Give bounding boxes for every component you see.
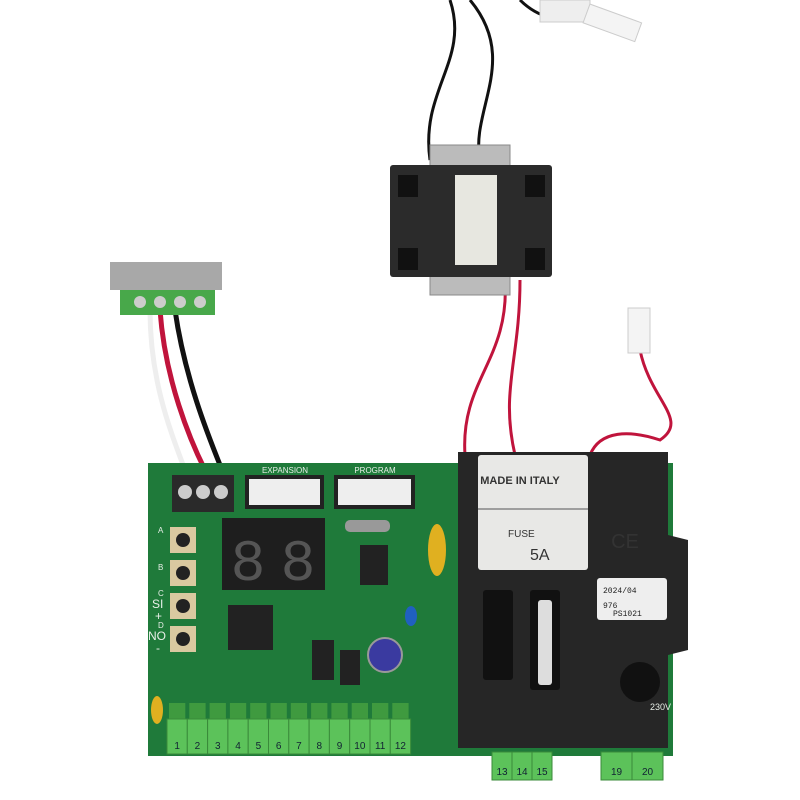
- terminal-number: 10: [354, 741, 366, 752]
- button-a-letter: A: [158, 526, 164, 535]
- glass-fuse[interactable]: [538, 600, 552, 685]
- power-terminal-3: [172, 475, 234, 512]
- terminal-number: 3: [215, 741, 221, 752]
- svg-text:8: 8: [231, 533, 266, 598]
- svg-text:8: 8: [281, 533, 316, 598]
- terminal-number: 15: [536, 767, 548, 778]
- terminal-number: 11: [375, 741, 386, 752]
- program-label: PROGRAM: [354, 466, 396, 475]
- program-connector[interactable]: [334, 475, 415, 509]
- terminal-screw[interactable]: [311, 703, 328, 719]
- wire-connector: [582, 3, 643, 43]
- terminal-number: 8: [316, 741, 322, 752]
- fuse-rating: 5A: [530, 547, 550, 564]
- regulator: [312, 640, 334, 680]
- terminal-number: 20: [642, 767, 654, 778]
- terminal-screw[interactable]: [229, 703, 247, 719]
- si-label: SI: [152, 597, 163, 611]
- ce-mark: CE: [611, 531, 639, 553]
- date-code: 2024/04: [603, 587, 637, 596]
- terminal-screw[interactable]: [331, 703, 348, 719]
- terminal-number: 13: [496, 767, 508, 778]
- terminal-screw[interactable]: [169, 703, 186, 719]
- terminal-screw[interactable]: [392, 703, 409, 719]
- made-in-italy-text: MADE IN ITALY: [480, 475, 560, 487]
- terminal-screw[interactable]: [209, 703, 226, 719]
- terminal-number: 12: [395, 741, 407, 752]
- terminal-screw[interactable]: [270, 703, 287, 719]
- terminal-screw[interactable]: [351, 703, 368, 719]
- terminal-number: 9: [337, 741, 343, 752]
- terminal-screw[interactable]: [372, 703, 389, 719]
- minus-label: -: [156, 641, 160, 655]
- electrolytic-capacitor: [367, 637, 403, 673]
- expansion-connector[interactable]: [245, 475, 324, 509]
- voltage-label: 230V: [650, 702, 671, 712]
- transformer: [390, 144, 552, 296]
- terminal-screw[interactable]: [189, 703, 206, 719]
- capacitor-blue: [405, 606, 417, 626]
- wire-connector: [627, 307, 651, 354]
- terminal-number: 1: [174, 741, 180, 752]
- terminal-number: 19: [611, 767, 623, 778]
- terminal-number: 7: [296, 741, 302, 752]
- button-d-letter: D: [158, 621, 164, 630]
- microcontroller-chip: [228, 605, 273, 650]
- terminal-number: 6: [276, 741, 282, 752]
- ic-chip: [360, 545, 388, 585]
- terminal-number: 2: [195, 741, 201, 752]
- loose-terminal-block: [110, 262, 222, 315]
- no-label: NO: [148, 629, 166, 643]
- terminal-number: 14: [516, 767, 528, 778]
- terminal-screw[interactable]: [250, 703, 267, 719]
- seven-segment-display: 8 8: [222, 518, 325, 598]
- fuse-label: FUSE: [508, 529, 535, 540]
- terminal-strip-13-15: 13 14 15: [491, 751, 553, 781]
- fuse-cover: [458, 452, 688, 748]
- button-b-letter: B: [158, 563, 163, 572]
- batch-code: 976: [603, 602, 618, 611]
- terminal[interactable]: [631, 751, 664, 781]
- terminal-number: 5: [256, 741, 262, 752]
- fuse-holder-knob[interactable]: [620, 662, 660, 702]
- button-c-letter: C: [158, 589, 164, 598]
- terminal[interactable]: [531, 751, 553, 781]
- expansion-label: EXPANSION: [262, 466, 308, 475]
- capacitor-yellow: [428, 524, 446, 576]
- terminal-screw[interactable]: [290, 703, 308, 719]
- wire-connector: [539, 0, 591, 23]
- program-buttons: [170, 527, 196, 652]
- part-code: PS1021: [613, 610, 642, 619]
- wires: [147, 0, 673, 472]
- plus-label: +: [155, 609, 162, 623]
- regulator: [340, 650, 360, 685]
- terminal-number: 4: [235, 741, 241, 752]
- resistor: [345, 520, 390, 532]
- terminal[interactable]: [389, 718, 412, 755]
- capacitor-yellow: [151, 696, 163, 724]
